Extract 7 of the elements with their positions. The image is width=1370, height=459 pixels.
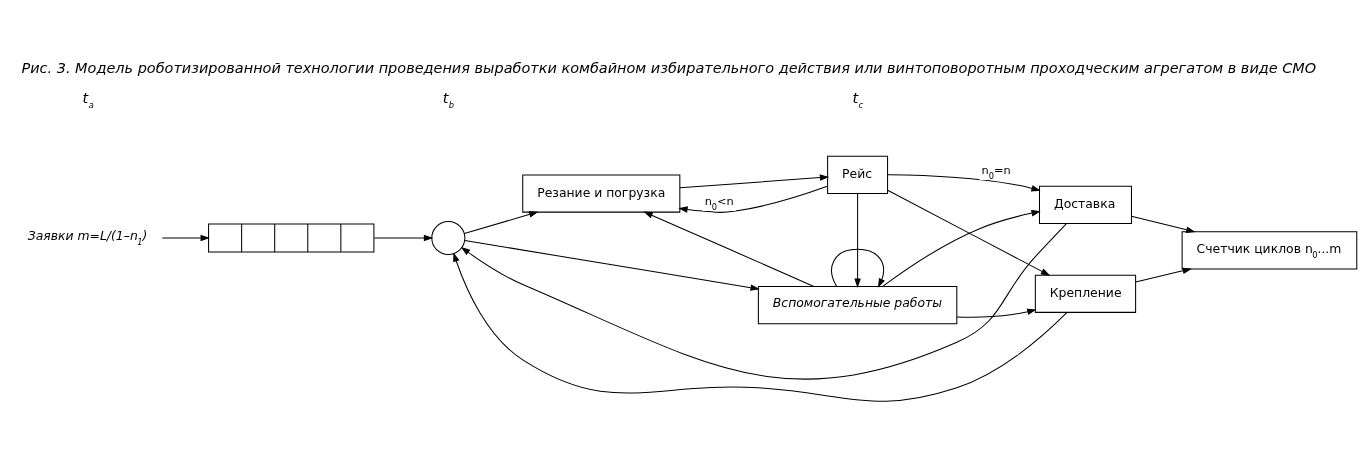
edge-label: n$_{0}$<n [704, 193, 734, 212]
label: t$_{b}$ [442, 89, 455, 110]
node-text: Заявки m=L/(1–n$_{1}$) [27, 227, 148, 247]
label: t$_{c}$ [852, 89, 864, 110]
caption: Рис. 3. Модель роботизированной технологии проведения выработки комбайном избирательного действия или винтоповоротным проходческим агрегатом в виде СМО [21, 59, 1317, 76]
edge-label: n$_{0}$=n [981, 162, 1011, 181]
label: t$_{a}$ [82, 89, 94, 110]
